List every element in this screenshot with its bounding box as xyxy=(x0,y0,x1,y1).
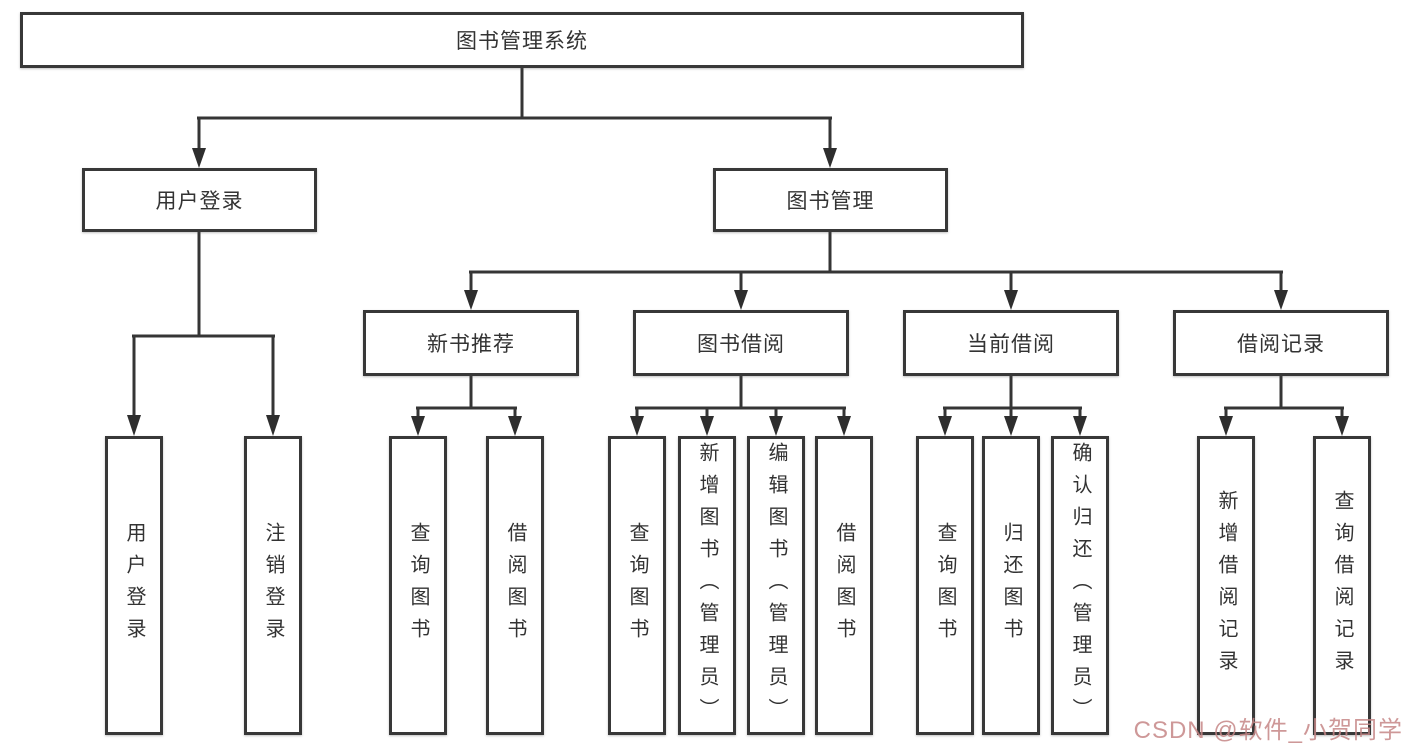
leaf-current-return: 归还图书 xyxy=(982,436,1040,735)
root-branch-connectors xyxy=(192,68,837,168)
current-borrow-branch-connectors xyxy=(938,376,1087,436)
node-label: 归还图书 xyxy=(1000,521,1022,650)
node-label: 查询图书 xyxy=(626,521,648,650)
leaf-borrow-query: 查询图书 xyxy=(608,436,666,735)
node-label: 查询借阅记录 xyxy=(1331,489,1353,682)
node-root: 图书管理系统 xyxy=(20,12,1024,68)
leaf-logout: 注销登录 xyxy=(244,436,302,735)
borrow-records-branch-connectors xyxy=(1219,376,1349,436)
node-label: 编辑图书（管理员） xyxy=(765,441,787,730)
node-label: 确认归还（管理员） xyxy=(1069,441,1091,730)
leaf-newbooks-borrow: 借阅图书 xyxy=(486,436,544,735)
leaf-user-login: 用户登录 xyxy=(105,436,163,735)
new-books-branch-connectors xyxy=(411,376,522,436)
node-label: 查询图书 xyxy=(407,521,429,650)
book-mgmt-branch-connectors xyxy=(464,232,1288,310)
node-user-login: 用户登录 xyxy=(82,168,317,232)
node-label: 图书管理系统 xyxy=(456,30,588,53)
node-label: 用户登录 xyxy=(123,521,145,650)
leaf-current-confirm-admin: 确认归还（管理员） xyxy=(1051,436,1109,735)
node-new-books: 新书推荐 xyxy=(363,310,579,376)
node-book-mgmt: 图书管理 xyxy=(713,168,948,232)
leaf-borrow-add-admin: 新增图书（管理员） xyxy=(678,436,736,735)
leaf-newbooks-query: 查询图书 xyxy=(389,436,447,735)
node-label: 新增借阅记录 xyxy=(1215,489,1237,682)
node-current-borrow: 当前借阅 xyxy=(903,310,1119,376)
node-label: 借阅图书 xyxy=(504,521,526,650)
leaf-records-add: 新增借阅记录 xyxy=(1197,436,1255,735)
user-login-branch-connectors xyxy=(127,232,280,436)
leaf-records-query: 查询借阅记录 xyxy=(1313,436,1371,735)
node-label: 用户登录 xyxy=(155,190,244,213)
node-book-borrow: 图书借阅 xyxy=(633,310,849,376)
node-borrow-records: 借阅记录 xyxy=(1173,310,1389,376)
node-label: 注销登录 xyxy=(262,521,284,650)
node-label: 图书管理 xyxy=(786,190,875,213)
leaf-current-query: 查询图书 xyxy=(916,436,974,735)
csdn-watermark: CSDN @软件_小贺同学 xyxy=(1133,717,1403,744)
node-label: 当前借阅 xyxy=(967,333,1055,356)
leaf-borrow-borrow: 借阅图书 xyxy=(815,436,873,735)
leaf-borrow-edit-admin: 编辑图书（管理员） xyxy=(747,436,805,735)
node-label: 新增图书（管理员） xyxy=(696,441,718,730)
node-label: 查询图书 xyxy=(934,521,956,650)
node-label: 图书借阅 xyxy=(697,333,785,356)
book-borrow-branch-connectors xyxy=(630,376,851,436)
node-label: 借阅图书 xyxy=(833,521,855,650)
node-label: 借阅记录 xyxy=(1237,333,1325,356)
node-label: 新书推荐 xyxy=(427,333,515,356)
